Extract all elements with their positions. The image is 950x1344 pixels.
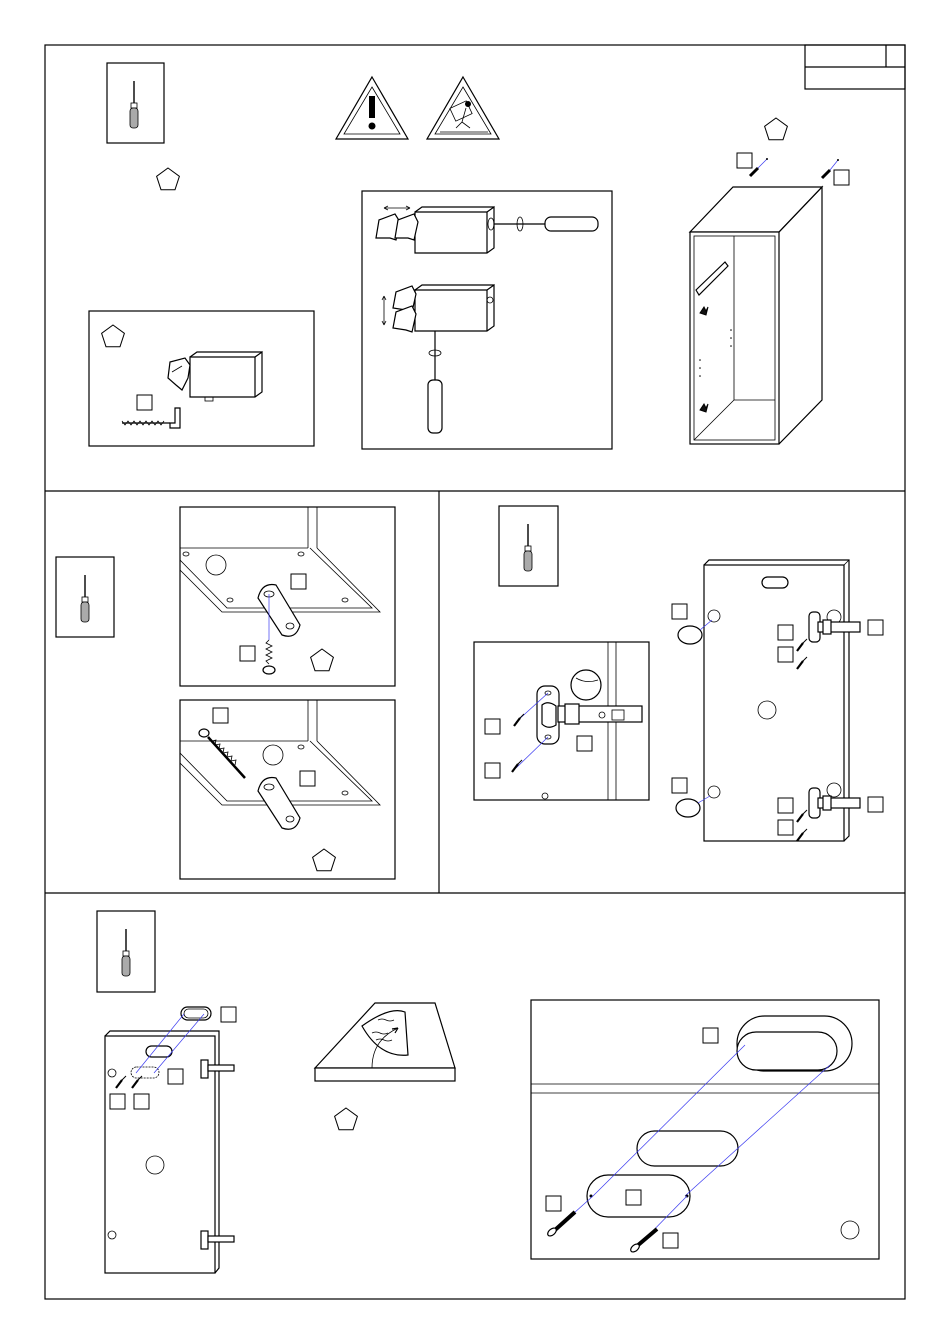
pentagon-marker-icon — [157, 168, 180, 190]
header-box — [805, 45, 905, 89]
falling-hazard-icon — [427, 77, 499, 139]
tool-box-middle-left — [56, 557, 114, 637]
tool-box-top — [107, 63, 164, 143]
cabinet-figure — [690, 153, 849, 444]
tool-box-middle-right — [499, 506, 558, 586]
door-hinge-figure — [672, 560, 883, 841]
pentagon-marker-icon — [765, 118, 788, 140]
handle-detail-figure — [531, 1000, 879, 1259]
screwdriver-icon — [130, 81, 138, 128]
peel-film-figure — [315, 1003, 455, 1130]
corner-bracket-figure-1 — [180, 507, 395, 686]
corner-bracket-figure-2 — [180, 700, 395, 879]
bracket-hook-figure — [89, 311, 314, 446]
tool-box-bottom — [97, 911, 155, 992]
adjust-bracket-figure — [362, 191, 612, 449]
warning-exclamation-icon — [336, 77, 408, 139]
hinge-detail-figure — [474, 642, 649, 800]
door-handle-figure — [105, 1007, 236, 1273]
